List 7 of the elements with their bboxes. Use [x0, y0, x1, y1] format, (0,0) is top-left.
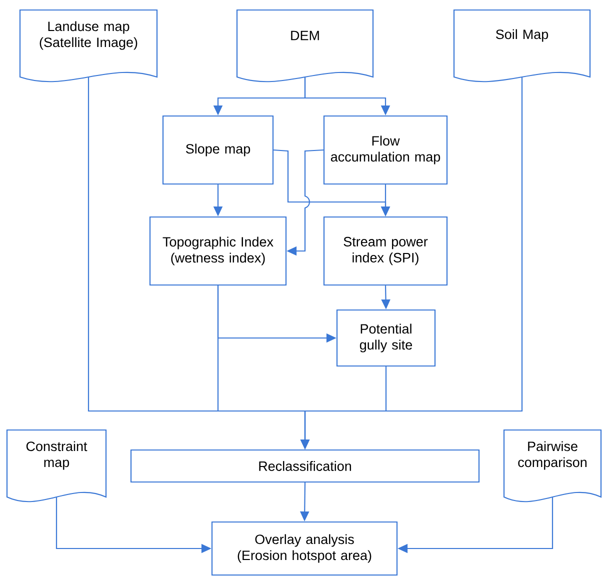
process-box: Reclassification — [130, 449, 480, 483]
process-box: Stream power index (SPI) — [323, 216, 448, 286]
process-box: Flow accumulation map — [323, 115, 448, 185]
process-box: Overlay analysis (Erosion hotspot area) — [211, 521, 398, 576]
process-box: Topographic Index (wetness index) — [149, 216, 287, 286]
process-box: Potential gully site — [336, 309, 436, 367]
process-box: Slope map — [162, 115, 274, 185]
